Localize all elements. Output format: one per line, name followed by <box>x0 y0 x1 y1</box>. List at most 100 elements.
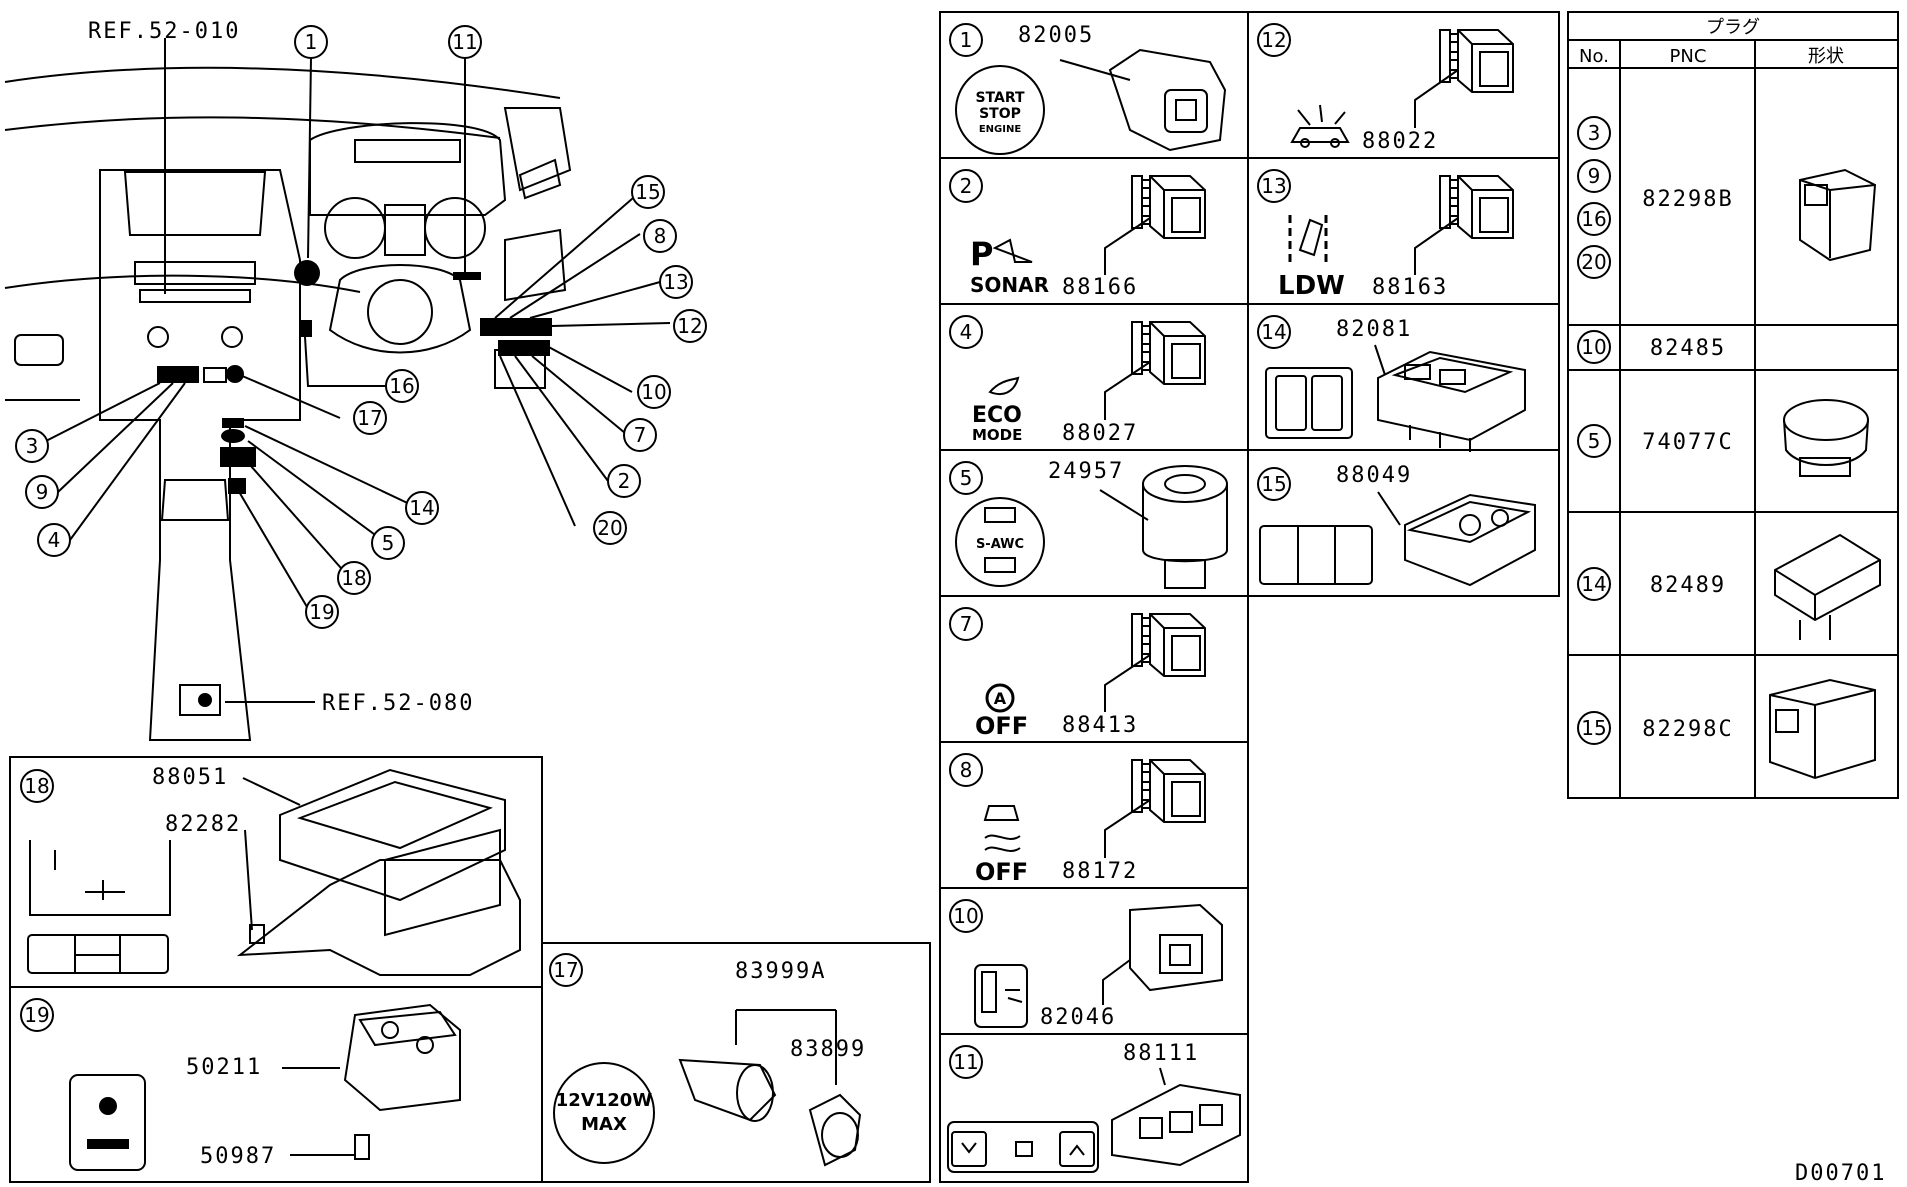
svg-text:17: 17 <box>357 406 382 430</box>
panel-11: 11 88111 <box>947 1041 1241 1173</box>
svg-text:17: 17 <box>553 958 578 982</box>
svg-text:88172: 88172 <box>1062 859 1138 884</box>
svg-text:3: 3 <box>26 434 39 458</box>
svg-text:7: 7 <box>634 423 647 447</box>
plug-table: プラグ No. PNC 形状 3 9 16 20 82298B 10 82485… <box>1567 11 1899 799</box>
svg-text:STOP: STOP <box>979 106 1021 122</box>
svg-text:88111: 88111 <box>1123 1041 1199 1066</box>
svg-text:11: 11 <box>953 1050 978 1074</box>
svg-text:1: 1 <box>960 28 973 52</box>
svg-text:MAX: MAX <box>581 1114 627 1135</box>
svg-text:11: 11 <box>452 30 477 54</box>
svg-text:12: 12 <box>1261 28 1286 52</box>
svg-text:14: 14 <box>409 496 434 520</box>
svg-text:1: 1 <box>305 30 318 54</box>
svg-text:82282: 82282 <box>165 812 241 837</box>
svg-text:2: 2 <box>960 174 973 198</box>
svg-text:83999A: 83999A <box>735 959 826 984</box>
svg-text:88166: 88166 <box>1062 275 1138 300</box>
svg-text:82298B: 82298B <box>1642 187 1733 212</box>
panel-13: 13 88163 LDW <box>1257 169 1514 301</box>
svg-text:LDW: LDW <box>1278 271 1345 301</box>
panel-2: 2 88166 P SONAR <box>949 169 1206 300</box>
svg-text:82005: 82005 <box>1018 23 1094 48</box>
panel-7: 7 88413 A OFF <box>949 607 1206 740</box>
header-shape: 形状 <box>1808 46 1844 67</box>
diagram-id: D00701 <box>1795 1161 1886 1186</box>
svg-text:12: 12 <box>677 314 702 338</box>
panel-15: 15 88049 <box>1257 463 1536 587</box>
svg-text:P: P <box>970 235 993 273</box>
svg-text:15: 15 <box>1261 472 1286 496</box>
svg-text:24957: 24957 <box>1048 459 1124 484</box>
svg-text:82298C: 82298C <box>1642 717 1733 742</box>
svg-text:88413: 88413 <box>1062 713 1138 738</box>
svg-text:8: 8 <box>654 224 667 248</box>
svg-text:82489: 82489 <box>1650 573 1726 598</box>
svg-text:10: 10 <box>641 380 666 404</box>
overview-leader-lines <box>41 38 671 703</box>
panel-17: 17 83999A 83899 12V120W MAX <box>541 942 931 1183</box>
svg-text:4: 4 <box>48 528 61 552</box>
svg-text:OFF: OFF <box>975 712 1028 740</box>
panel-10: 10 82046 <box>949 899 1223 1030</box>
svg-text:14: 14 <box>1261 320 1286 344</box>
svg-text:OFF: OFF <box>975 858 1028 886</box>
svg-text:88022: 88022 <box>1362 129 1438 154</box>
svg-text:88051: 88051 <box>152 765 228 790</box>
svg-text:10: 10 <box>953 904 978 928</box>
svg-text:ECO: ECO <box>972 403 1022 428</box>
svg-text:S-AWC: S-AWC <box>976 537 1024 552</box>
overview-callouts <box>15 25 707 629</box>
svg-text:50211: 50211 <box>186 1055 262 1080</box>
svg-text:15: 15 <box>635 180 660 204</box>
svg-text:88049: 88049 <box>1336 463 1412 488</box>
svg-text:88163: 88163 <box>1372 275 1448 300</box>
svg-text:20: 20 <box>597 516 622 540</box>
svg-text:74077C: 74077C <box>1642 430 1733 455</box>
header-pnc: PNC <box>1670 46 1707 67</box>
svg-text:SONAR: SONAR <box>970 273 1049 297</box>
panel-14: 14 82081 <box>1257 315 1526 452</box>
svg-text:9: 9 <box>36 480 49 504</box>
plug-table-title: プラグ <box>1706 17 1760 38</box>
svg-text:2: 2 <box>618 469 631 493</box>
panel-1: 1 82005 START STOP ENGINE <box>949 23 1227 155</box>
svg-text:19: 19 <box>309 600 334 624</box>
dashboard-overview <box>4 66 572 741</box>
panel-4: 4 88027 ECO MODE <box>949 315 1206 446</box>
svg-text:7: 7 <box>960 612 973 636</box>
svg-text:9: 9 <box>1588 164 1601 188</box>
svg-text:3: 3 <box>1588 121 1601 145</box>
svg-text:16: 16 <box>389 374 414 398</box>
svg-text:20: 20 <box>1581 250 1606 274</box>
svg-text:A: A <box>994 689 1007 708</box>
svg-text:5: 5 <box>382 531 395 555</box>
svg-text:18: 18 <box>341 566 366 590</box>
overview-callout-labels: 1 11 15 8 13 12 10 7 2 20 16 17 14 5 18 … <box>26 30 703 624</box>
switch-location-markers <box>157 260 552 494</box>
panel-18: 18 88051 82282 <box>9 756 543 988</box>
panel-19: 19 50211 50987 <box>9 986 543 1183</box>
table-row <box>1577 116 1611 279</box>
svg-text:5: 5 <box>1588 429 1601 453</box>
svg-text:82485: 82485 <box>1650 336 1726 361</box>
svg-text:50987: 50987 <box>200 1144 276 1169</box>
header-no: No. <box>1579 46 1609 67</box>
panel-5: 5 24957 S-AWC <box>949 459 1228 589</box>
panel-8: 8 88172 OFF <box>949 753 1206 886</box>
svg-text:88027: 88027 <box>1062 421 1138 446</box>
svg-text:12V120W: 12V120W <box>556 1090 653 1111</box>
svg-text:10: 10 <box>1581 335 1606 359</box>
ref-52-080: REF.52-080 <box>322 691 474 716</box>
svg-text:5: 5 <box>960 466 973 490</box>
svg-text:16: 16 <box>1581 207 1606 231</box>
svg-text:18: 18 <box>24 774 49 798</box>
svg-text:4: 4 <box>960 320 973 344</box>
ref-52-010: REF.52-010 <box>88 19 240 44</box>
svg-text:83899: 83899 <box>790 1037 866 1062</box>
svg-text:15: 15 <box>1581 716 1606 740</box>
panel-12: 12 88022 <box>1257 23 1514 154</box>
svg-text:MODE: MODE <box>972 426 1022 444</box>
